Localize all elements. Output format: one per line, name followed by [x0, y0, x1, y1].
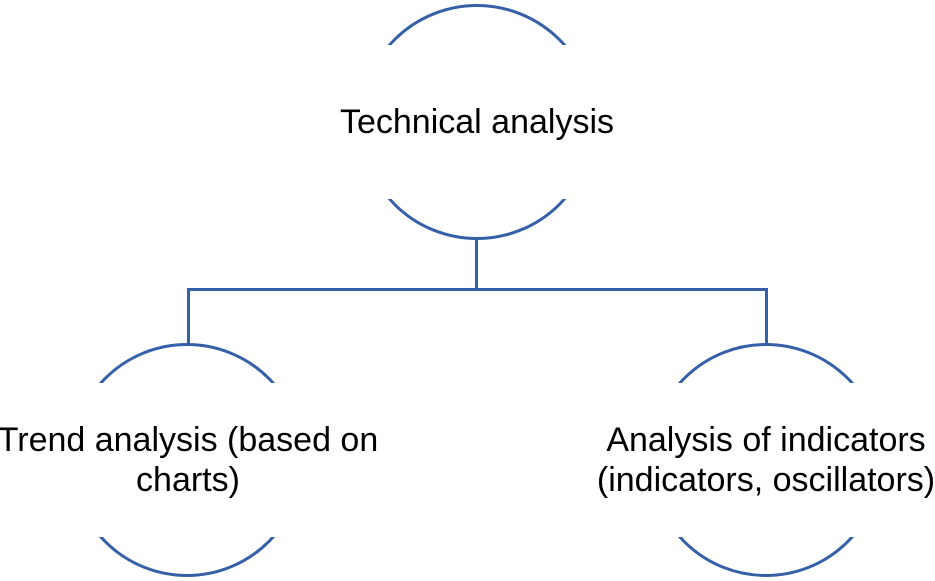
right-node-label-line-2: (indicators, oscillators): [596, 461, 935, 499]
left-node-label-line-1: Trend analysis (based on: [0, 421, 379, 459]
connector-horizontal-bar: [187, 288, 768, 291]
connector-left-stem: [187, 288, 190, 345]
right-node-label-line-1: Analysis of indicators: [606, 421, 926, 459]
connector-root-stem: [475, 238, 478, 291]
root-node-label-text: Technical analysis: [339, 103, 615, 141]
left-node-label-line-2: charts): [136, 461, 240, 499]
left-node-label: Trend analysis (based on charts): [0, 383, 382, 537]
right-node-label: Analysis of indicators (indicators, osci…: [576, 383, 935, 537]
connector-right-stem: [765, 288, 768, 345]
root-node-label: Technical analysis: [317, 45, 637, 199]
